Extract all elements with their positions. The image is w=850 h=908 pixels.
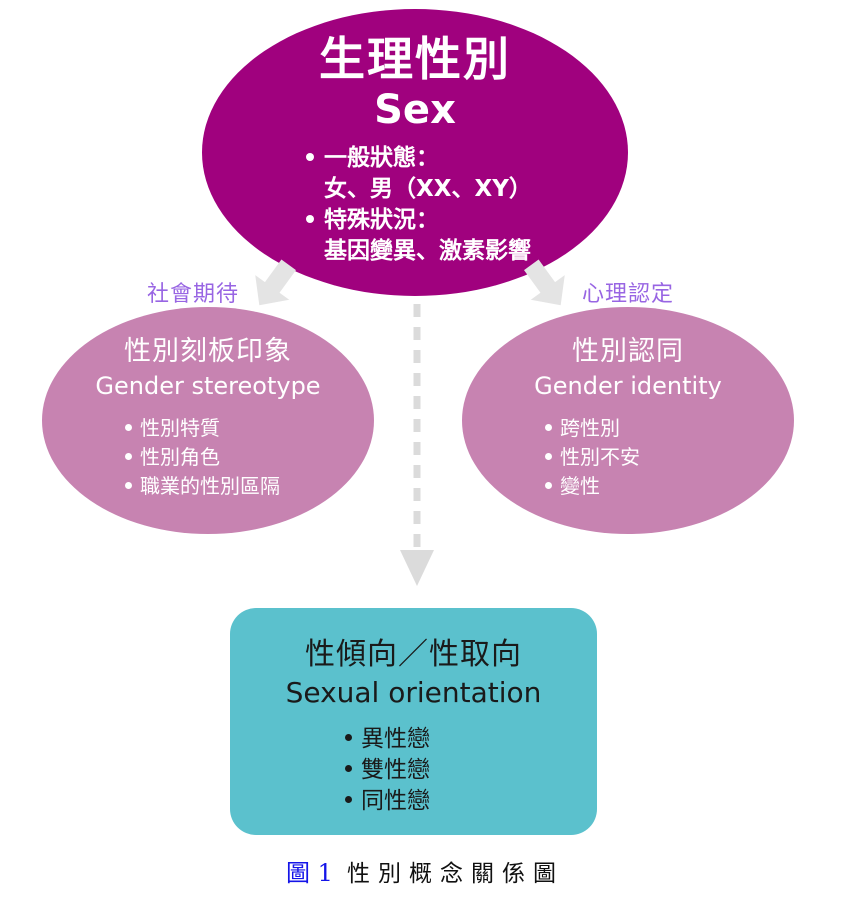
bullet-label: 特殊狀況： [324,207,439,233]
node-gender-stereotype: 性別刻板印象 Gender stereotype 性別特質 性別角色 職業的性別… [42,307,374,534]
bullet-label: 異性戀 [361,726,430,752]
bullet-label: 性別特質 [140,416,220,440]
list-item: 同性戀 [345,786,597,817]
list-item: 跨性別 [545,414,794,443]
bullet-label: 一般狀態： [324,145,439,171]
arrow-down-left-icon [255,259,296,306]
dashed-arrow-down-icon [400,304,434,586]
list-item: 性別角色 [125,443,374,472]
list-item: 變性 [545,472,794,501]
node-orientation-title-zh: 性傾向／性取向 [305,637,522,672]
list-item: 一般狀態： [306,143,628,174]
bullet-icon [125,424,132,431]
bullet-label: 變性 [560,474,600,498]
bullet-detail: 基因變異、激素影響 [324,238,531,264]
node-identity-title-en: Gender identity [534,372,722,400]
node-identity-bullet-list: 跨性別 性別不安 變性 [545,414,794,501]
arrow-down-right-icon [524,259,565,306]
bullet-label: 職業的性別區隔 [140,474,280,498]
list-item: 性別特質 [125,414,374,443]
bullet-icon [545,482,552,489]
node-identity-title-zh: 性別認同 [572,336,684,367]
node-stereotype-title-zh: 性別刻板印象 [124,336,292,367]
list-item: 異性戀 [345,724,597,755]
bullet-label: 雙性戀 [361,757,430,783]
bullet-icon [125,453,132,460]
bullet-icon [545,424,552,431]
node-stereotype-title-en: Gender stereotype [95,372,321,400]
bullet-label: 性別不安 [560,445,640,469]
node-sex: 生理性別 Sex 一般狀態： 女、男（XX、XY） 特殊狀況： 基因變異、激素影… [202,9,628,296]
list-item: 特殊狀況： [306,205,628,236]
bullet-label: 性別角色 [140,445,220,469]
figure-number: 圖 1 [286,859,333,887]
list-item: 性別不安 [545,443,794,472]
bullet-icon [345,796,352,803]
node-stereotype-bullet-list: 性別特質 性別角色 職業的性別區隔 [125,414,374,501]
figure-caption: 圖 1 性別概念關係圖 [0,853,850,888]
node-sex-bullet-list: 一般狀態： 女、男（XX、XY） 特殊狀況： 基因變異、激素影響 [306,143,628,267]
bullet-icon [125,482,132,489]
bullet-icon [306,152,314,161]
label-psychological-identification: 心理認定 [582,282,675,307]
figure-title: 性別概念關係圖 [346,861,564,887]
node-gender-identity: 性別認同 Gender identity 跨性別 性別不安 變性 [462,307,794,534]
bullet-icon [345,734,352,741]
bullet-label: 同性戀 [361,788,430,814]
bullet-icon [545,453,552,460]
node-sexual-orientation: 性傾向／性取向 Sexual orientation 異性戀 雙性戀 同性戀 [230,608,597,835]
bullet-label: 跨性別 [560,416,620,440]
list-item: 雙性戀 [345,755,597,786]
list-item: 職業的性別區隔 [125,472,374,501]
bullet-icon [345,765,352,772]
bullet-icon [306,214,314,223]
node-sex-title-zh: 生理性別 [319,32,511,86]
node-orientation-title-en: Sexual orientation [285,676,542,709]
node-sex-title-en: Sex [374,87,456,133]
label-social-expectation: 社會期待 [147,282,240,307]
node-orientation-bullet-list: 異性戀 雙性戀 同性戀 [345,724,597,817]
bullet-detail: 女、男（XX、XY） [324,176,532,202]
